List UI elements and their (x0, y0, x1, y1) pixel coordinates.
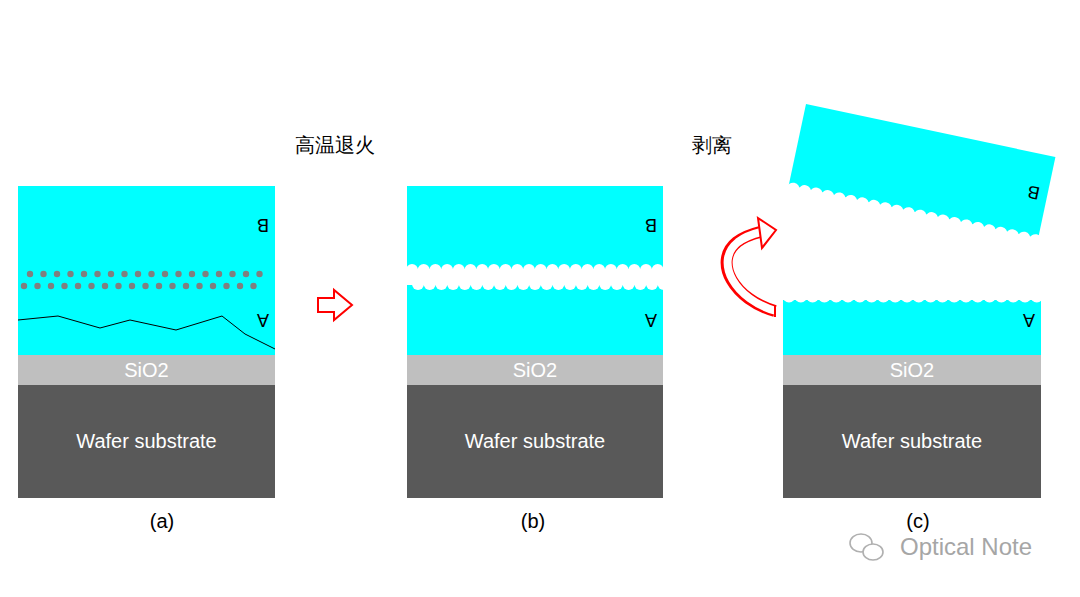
layer-letter: A (645, 311, 657, 329)
layer-label: Wafer substrate (465, 430, 605, 453)
layer-letter: A (1023, 311, 1035, 329)
crack-line (18, 316, 275, 349)
layer-letter: B (257, 216, 269, 234)
cyan-layer (407, 186, 663, 355)
watermark-icon (850, 534, 883, 560)
layer-label: SiO2 (124, 359, 168, 382)
bubble-line (406, 264, 670, 290)
substrate-box: Wafer substrate (18, 385, 275, 498)
layer-letter: B (1026, 182, 1041, 202)
cyan-layer (783, 300, 1041, 355)
bubble-edge (783, 290, 1044, 303)
panel-caption: (a) (150, 510, 174, 533)
layer-letter: B (645, 216, 657, 234)
implant-dots (21, 271, 263, 289)
lifted-layer (785, 104, 1059, 249)
step-label: 高温退火 (295, 132, 375, 159)
oxide-layer: SiO2 (18, 355, 275, 385)
watermark: Optical Note (900, 533, 1032, 561)
step-label: 剥离 (692, 132, 732, 159)
panel-caption: (b) (521, 510, 545, 533)
layer-label: Wafer substrate (76, 430, 216, 453)
layer-label: SiO2 (890, 359, 934, 382)
layer-letter: A (257, 311, 269, 329)
substrate-box: Wafer substrate (783, 385, 1041, 498)
cyan-layer: BA (18, 186, 275, 355)
oxide-layer: SiO2 (783, 355, 1041, 385)
cyan-layer: A (783, 303, 1041, 355)
cyan-layer: BA (407, 186, 663, 355)
oxide-layer: SiO2 (407, 355, 663, 385)
process-arrow (318, 290, 352, 320)
cyan-layer (18, 186, 275, 355)
substrate-box: Wafer substrate (407, 385, 663, 498)
peel-arrow (727, 218, 776, 317)
panel-caption: (c) (906, 510, 929, 533)
layer-label: Wafer substrate (842, 430, 982, 453)
layer-label: SiO2 (513, 359, 557, 382)
